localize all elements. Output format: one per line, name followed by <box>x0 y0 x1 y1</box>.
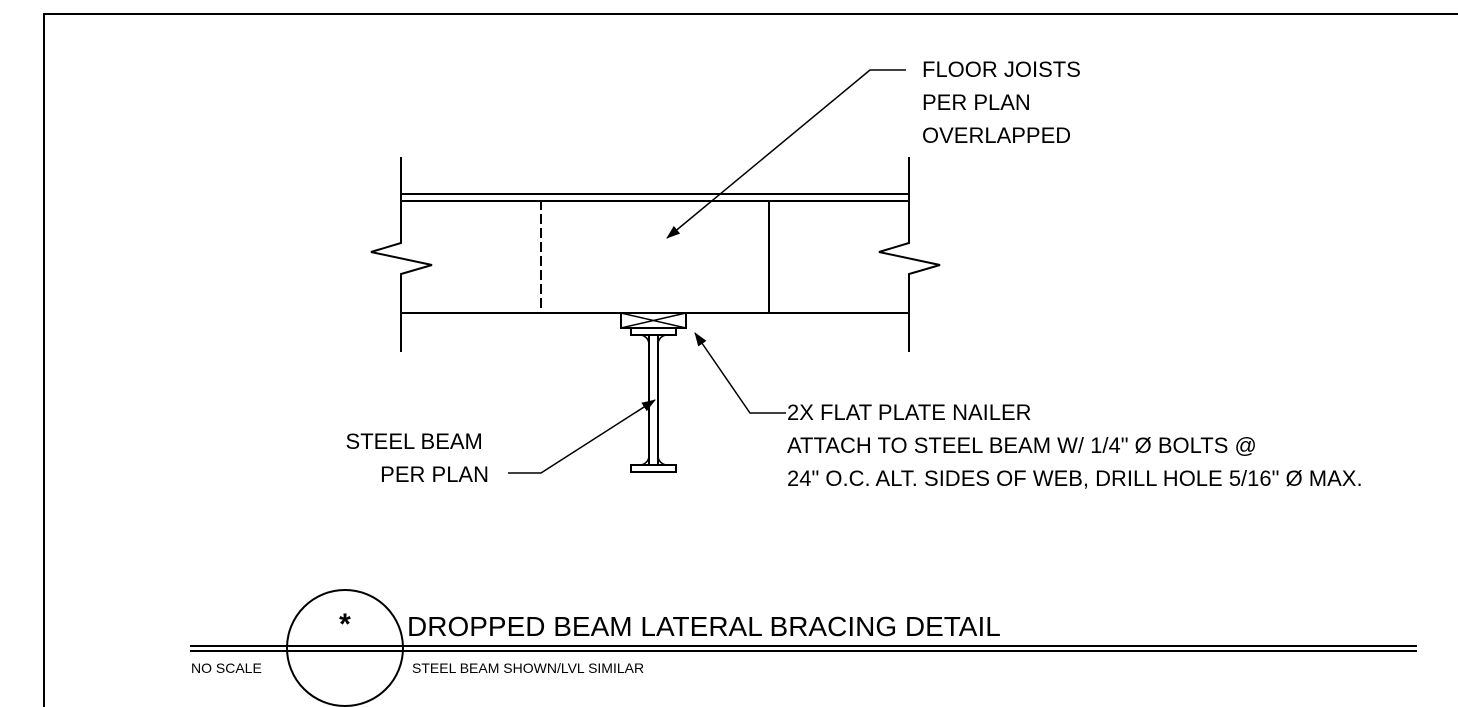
title-block: * DROPPED BEAM LATERAL BRACING DETAIL NO… <box>190 589 1417 707</box>
nailer-leader <box>694 332 786 414</box>
detail-subtitle: STEEL BEAM SHOWN/LVL SIMILAR <box>412 660 644 676</box>
break-line-left <box>370 157 433 352</box>
sheet-border <box>43 13 1458 707</box>
break-line-right <box>878 157 941 352</box>
floor-joists-leader <box>666 69 906 239</box>
steel-beam-label: STEEL BEAM PER PLAN <box>346 429 489 487</box>
detail-title: DROPPED BEAM LATERAL BRACING DETAIL <box>407 611 1001 642</box>
nailer-label: 2X FLAT PLATE NAILER ATTACH TO STEEL BEA… <box>787 400 1363 491</box>
leaders <box>508 69 906 474</box>
steel-beam-leader <box>508 399 656 474</box>
detail-mark: * <box>339 608 351 641</box>
steel-i-beam <box>630 327 677 473</box>
floor-assembly <box>370 157 941 352</box>
scale-note: NO SCALE <box>191 660 262 676</box>
flat-plate-nailer <box>620 312 687 329</box>
floor-joists-label: FLOOR JOISTS PER PLAN OVERLAPPED <box>922 57 1087 148</box>
detail-bubble <box>286 589 404 707</box>
